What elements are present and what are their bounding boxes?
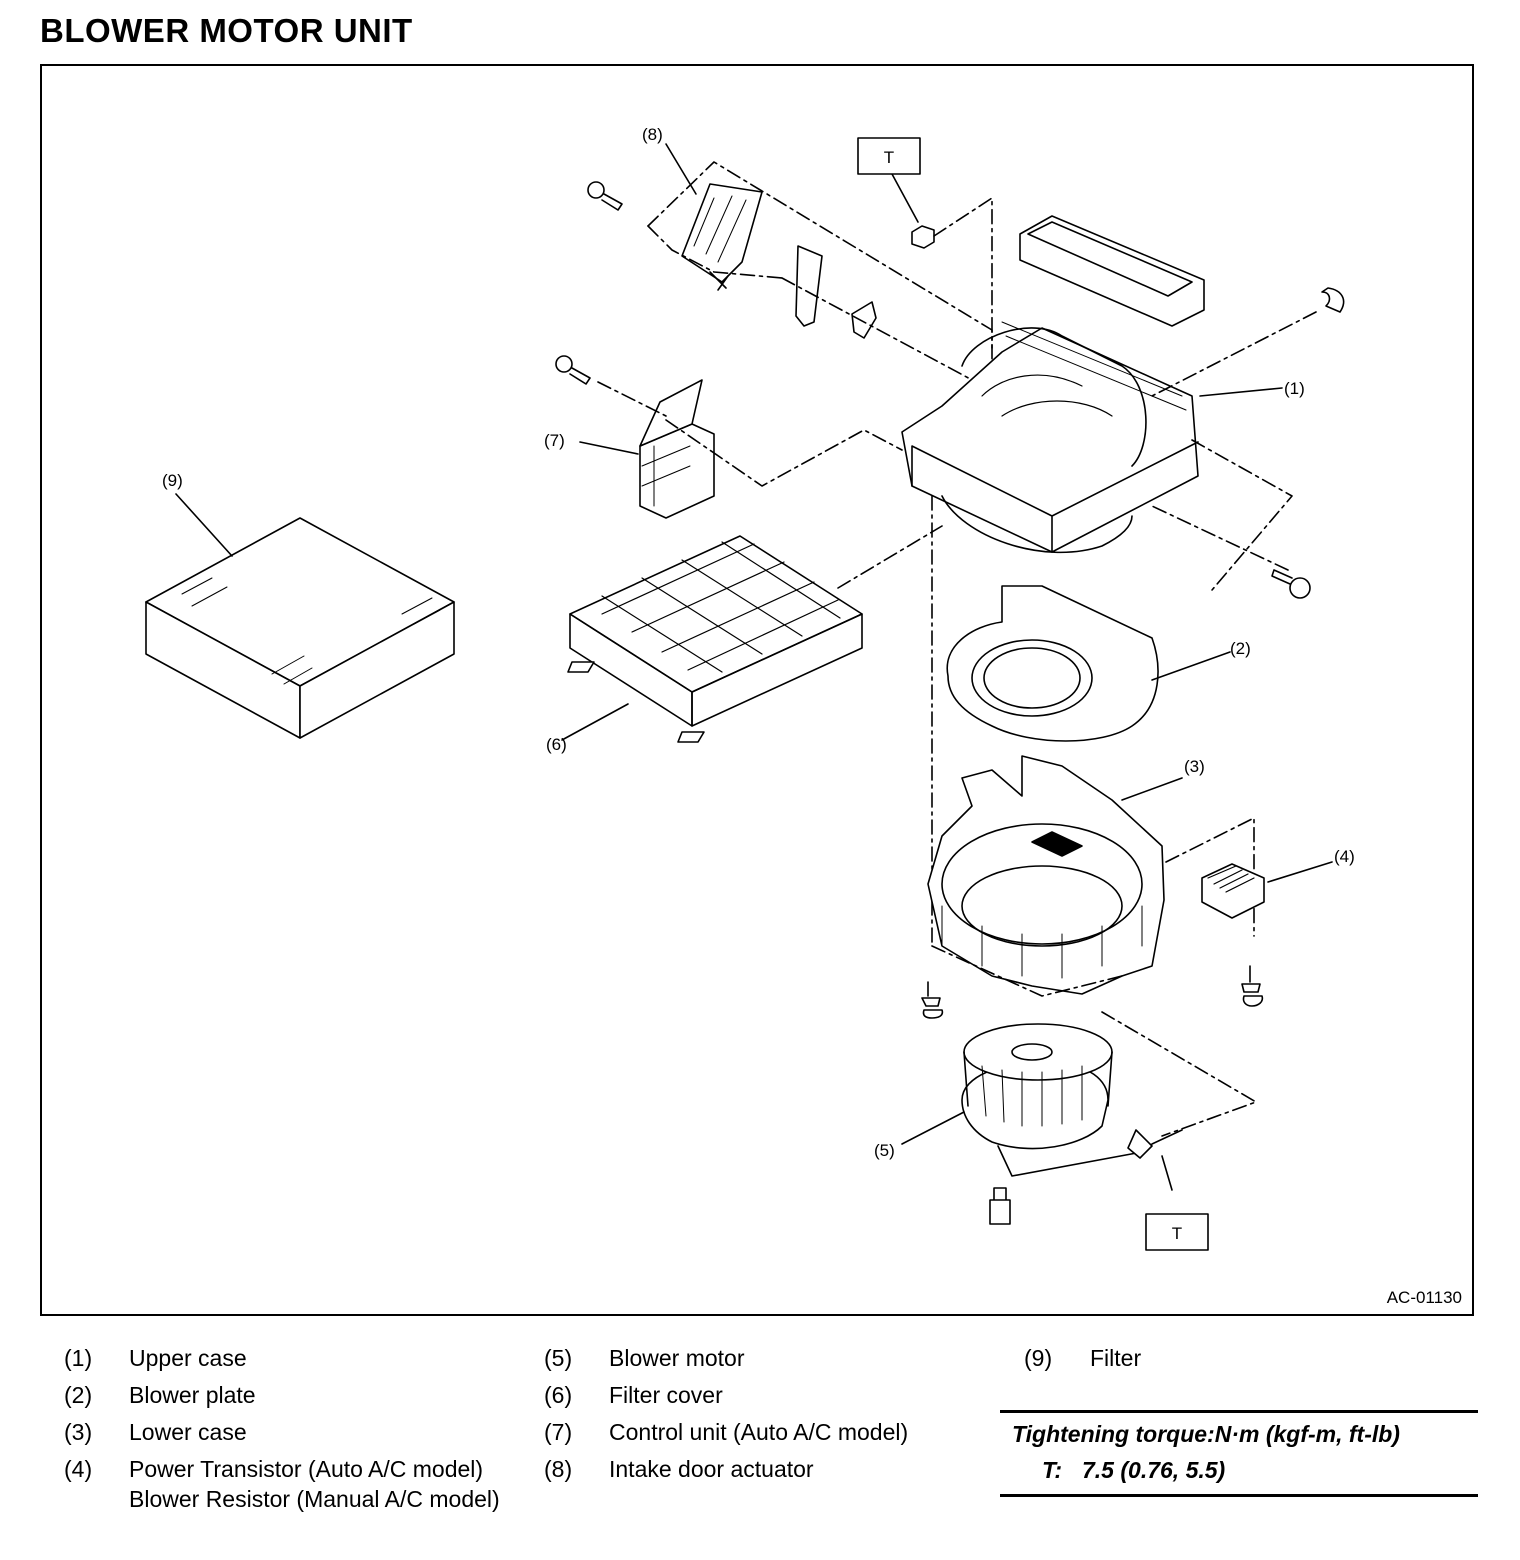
page-title: BLOWER MOTOR UNIT bbox=[40, 12, 413, 49]
nut-top bbox=[891, 173, 993, 397]
callout-7: (7) bbox=[544, 431, 565, 450]
legend-column-3: (9) Filter bbox=[1024, 1340, 1224, 1377]
callout-4: (4) bbox=[1334, 847, 1355, 866]
legend-number: (1) bbox=[64, 1345, 93, 1371]
control-unit-part bbox=[555, 355, 903, 519]
legend-text: Blower plate bbox=[129, 1382, 256, 1408]
legend-item: (5) Blower motor bbox=[544, 1340, 974, 1377]
legend-text: Intake door actuator bbox=[609, 1456, 814, 1482]
blower-plate-part bbox=[946, 585, 1231, 742]
torque-value: 7.5 (0.76, 5.5) bbox=[1082, 1457, 1226, 1483]
legend-number: (7) bbox=[544, 1419, 573, 1445]
legend-column-1: (1) Upper case (2) Blower plate (3) Lower c… bbox=[64, 1340, 534, 1514]
legend-number: (3) bbox=[64, 1419, 93, 1445]
callout-8: (8) bbox=[642, 125, 663, 144]
legend-column-2: (5) Blower motor (6) Filter cover (7) Contr… bbox=[544, 1340, 974, 1488]
torque-heading: Tightening torque:N·m (kgf-m, ft-lb) bbox=[1012, 1421, 1400, 1447]
legend-number: (5) bbox=[544, 1345, 573, 1371]
legend-number: (2) bbox=[64, 1382, 93, 1408]
legend-item: (6) Filter cover bbox=[544, 1377, 974, 1414]
filter-part bbox=[145, 493, 455, 739]
diagram-frame: T T (8) (1) (7) (9) (2) (6) (3) (4) (5) … bbox=[40, 64, 1474, 1316]
callout-3: (3) bbox=[1184, 757, 1205, 776]
legend-number: (4) bbox=[64, 1456, 93, 1482]
legend-text: Lower case bbox=[129, 1419, 247, 1445]
torque-label-top: T bbox=[884, 148, 894, 167]
filter-cover-part bbox=[561, 525, 943, 743]
power-transistor-part bbox=[1201, 861, 1333, 1007]
legend-item: (3) Lower case bbox=[64, 1414, 534, 1451]
torque-spec-box: Tightening torque:N·m (kgf-m, ft-lb) T: 7… bbox=[1000, 1410, 1478, 1497]
legend-item: (7) Control unit (Auto A/C model) bbox=[544, 1414, 974, 1451]
legend-number: (9) bbox=[1024, 1345, 1053, 1371]
legend-item: (1) Upper case bbox=[64, 1340, 534, 1377]
legend-text: Filter cover bbox=[609, 1382, 723, 1408]
torque-key: T: bbox=[1042, 1457, 1063, 1483]
legend-text: Power Transistor (Auto A/C model) Blower… bbox=[129, 1456, 500, 1512]
torque-box-bottom bbox=[1145, 1213, 1209, 1251]
torque-value-row: T: 7.5 (0.76, 5.5) bbox=[1000, 1452, 1478, 1488]
callout-6: (6) bbox=[546, 735, 567, 754]
legend-item: (8) Intake door actuator bbox=[544, 1451, 974, 1488]
legend-number: (6) bbox=[544, 1382, 573, 1408]
blower-motor-part bbox=[901, 1011, 1257, 1225]
lower-case-part bbox=[921, 755, 1255, 1019]
figure-id: AC-01130 bbox=[1386, 1288, 1462, 1307]
callout-2: (2) bbox=[1230, 639, 1251, 658]
legend-item: (2) Blower plate bbox=[64, 1377, 534, 1414]
upper-case-part bbox=[901, 215, 1345, 599]
torque-label-bottom: T bbox=[1172, 1224, 1182, 1243]
legend-text: Filter bbox=[1090, 1345, 1142, 1371]
torque-box-top bbox=[857, 137, 921, 175]
legend-text: Upper case bbox=[129, 1345, 247, 1371]
legend-text: Control unit (Auto A/C model) bbox=[609, 1419, 909, 1445]
callout-9: (9) bbox=[162, 471, 183, 490]
intake-door-actuator-part bbox=[587, 143, 1003, 397]
legend-item: (4) Power Transistor (Auto A/C model) Blo… bbox=[64, 1451, 534, 1514]
callout-1: (1) bbox=[1284, 379, 1305, 398]
legend-item: (9) Filter bbox=[1024, 1340, 1224, 1377]
callout-5: (5) bbox=[874, 1141, 895, 1160]
legend-number: (8) bbox=[544, 1456, 573, 1482]
legend-text: Blower motor bbox=[609, 1345, 745, 1371]
exploded-diagram: T T (8) (1) (7) (9) (2) (6) (3) (4) (5) bbox=[145, 125, 1355, 1251]
